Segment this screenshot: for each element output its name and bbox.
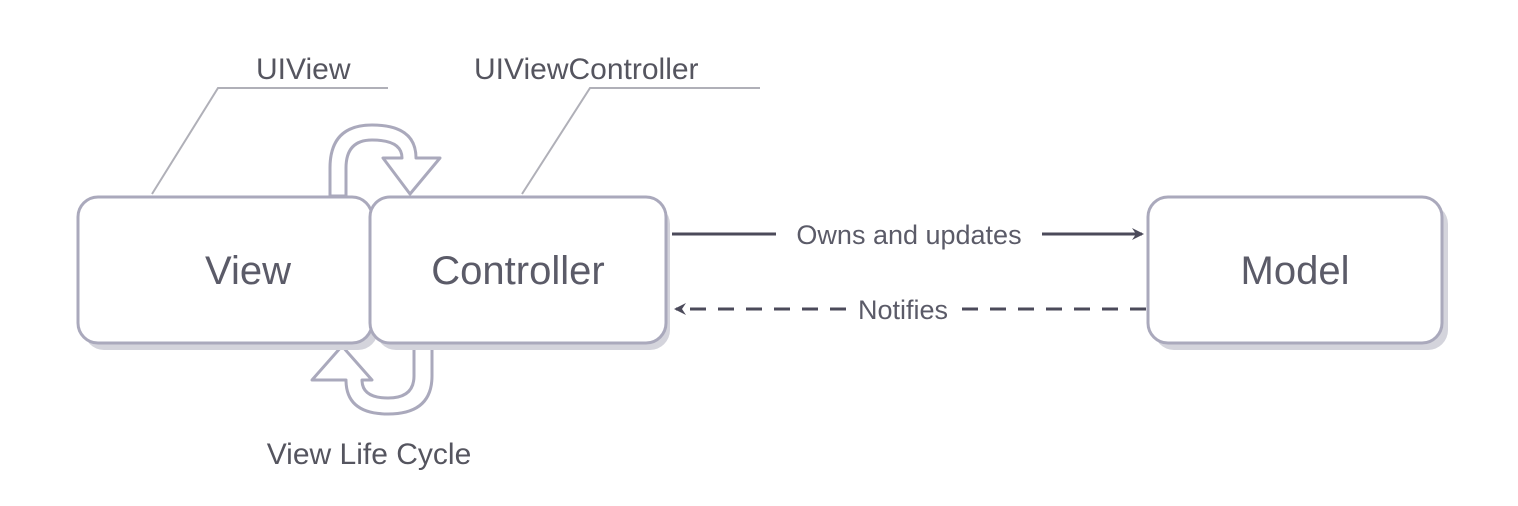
notifies-label: Notifies [858, 295, 948, 325]
uiviewcontroller-leader-line [521, 87, 760, 195]
notifies-edge: Notifies [674, 295, 1146, 325]
owns-and-updates-edge: Owns and updates [672, 220, 1144, 250]
view-node-label: View [205, 249, 291, 293]
owns-and-updates-label: Owns and updates [796, 220, 1021, 250]
uiview-label: UIView [256, 53, 351, 86]
model-node: Model [1146, 195, 1448, 350]
lifecycle-loop-top-arrow [328, 123, 442, 198]
uiviewcontroller-label: UIViewController [474, 53, 699, 86]
controller-node: Controller [368, 195, 670, 350]
controller-node-label: Controller [431, 249, 604, 293]
lifecycle-loop-bottom-arrow [310, 342, 434, 416]
view-life-cycle-label: View Life Cycle [267, 438, 472, 471]
uiview-leader-line [151, 87, 388, 195]
model-node-label: Model [1241, 249, 1350, 293]
view-node: View [76, 195, 378, 350]
